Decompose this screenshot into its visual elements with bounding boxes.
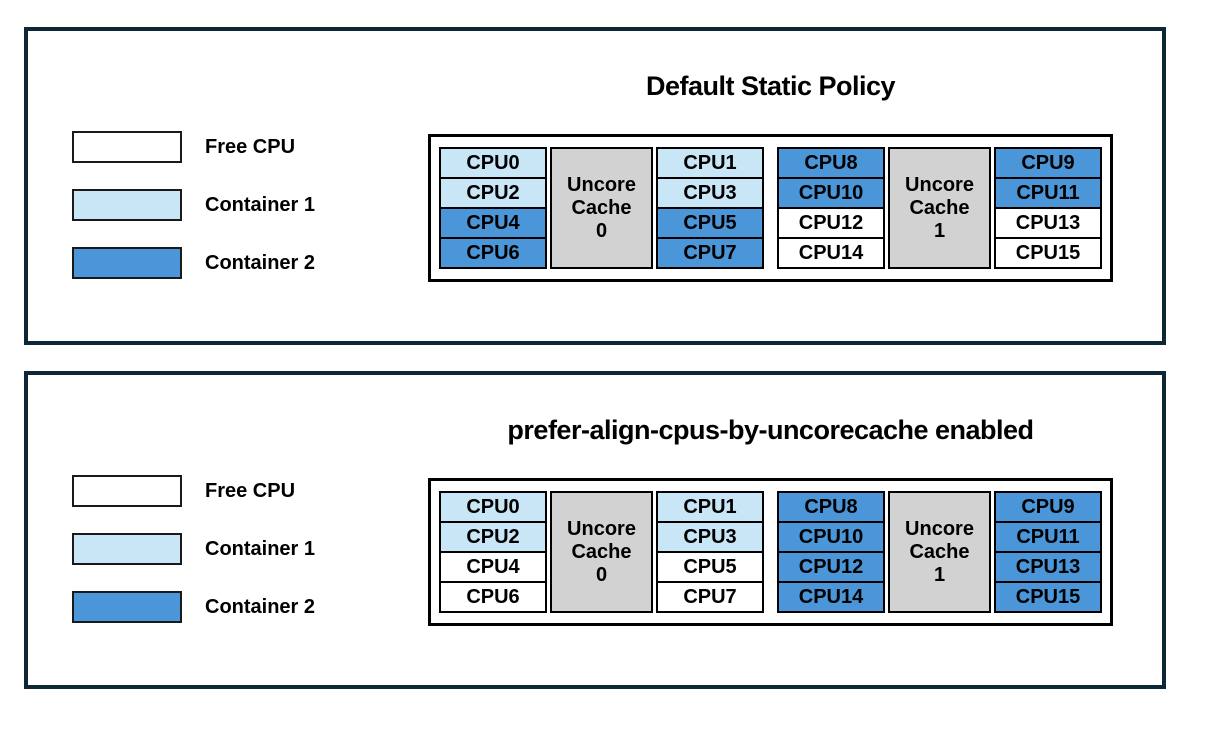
legend-label: Container 1 — [205, 193, 316, 216]
uncore-cache-cell: Uncore Cache 1 — [888, 147, 991, 269]
cpu-cell: CPU5 — [656, 551, 764, 583]
cpu-column-left: CPU0 CPU2 CPU4 CPU6 — [439, 491, 547, 613]
cpu-column-left: CPU0 CPU2 CPU4 CPU6 — [439, 147, 547, 269]
legend-item: Container 1 — [72, 533, 315, 565]
legend-swatch-free-cpu — [72, 131, 182, 163]
cpu-cell: CPU13 — [994, 207, 1102, 239]
panel-default-static-policy: Default Static Policy Free CPU Container… — [24, 27, 1166, 345]
cpu-allocation-diagram: CPU0 CPU2 CPU4 CPU6 Uncore Cache 0 CPU1 … — [428, 134, 1113, 282]
cpu-cell: CPU9 — [994, 147, 1102, 179]
uncore-cache-line: Uncore — [905, 173, 974, 196]
legend-label: Free CPU — [205, 479, 296, 502]
legend-label: Container 2 — [205, 595, 316, 618]
uncore-cache-line: Uncore — [567, 173, 636, 196]
cpu-cell: CPU12 — [777, 551, 885, 583]
cpu-cell: CPU3 — [656, 521, 764, 553]
cpu-cell: CPU0 — [439, 147, 547, 179]
uncore-cache-cell: Uncore Cache 1 — [888, 491, 991, 613]
uncore-cache-0-group: CPU0 CPU2 CPU4 CPU6 Uncore Cache 0 CPU1 … — [439, 491, 764, 613]
legend-swatch-container-1 — [72, 189, 182, 221]
legend-item: Container 2 — [72, 591, 315, 623]
cpu-cell: CPU6 — [439, 237, 547, 269]
uncore-cache-cell: Uncore Cache 0 — [550, 147, 653, 269]
panel-title: prefer-align-cpus-by-uncorecache enabled — [507, 415, 1034, 445]
cpu-cell: CPU5 — [656, 207, 764, 239]
cpu-cell: CPU12 — [777, 207, 885, 239]
uncore-cache-line: Cache — [909, 196, 970, 219]
uncore-cache-line: 0 — [595, 563, 608, 586]
legend-swatch-free-cpu — [72, 475, 182, 507]
uncore-cache-line: Cache — [909, 540, 970, 563]
cpu-cell: CPU7 — [656, 581, 764, 613]
cpu-cell: CPU3 — [656, 177, 764, 209]
uncore-cache-line: Uncore — [567, 517, 636, 540]
cpu-cell: CPU10 — [777, 177, 885, 209]
panel-title: Default Static Policy — [645, 71, 896, 101]
cpu-cell: CPU4 — [439, 207, 547, 239]
cpu-cell: CPU15 — [994, 237, 1102, 269]
cpu-column-right: CPU9 CPU11 CPU13 CPU15 — [994, 147, 1102, 269]
legend: Free CPU Container 1 Container 2 — [72, 475, 315, 649]
legend-item: Container 2 — [72, 247, 315, 279]
cpu-cell: CPU11 — [994, 177, 1102, 209]
legend-swatch-container-1 — [72, 533, 182, 565]
cpu-column-right: CPU1 CPU3 CPU5 CPU7 — [656, 491, 764, 613]
legend: Free CPU Container 1 Container 2 — [72, 131, 315, 305]
uncore-cache-line: 1 — [933, 219, 946, 242]
cpu-column-left: CPU8 CPU10 CPU12 CPU14 — [777, 491, 885, 613]
cpu-column-left: CPU8 CPU10 CPU12 CPU14 — [777, 147, 885, 269]
legend-item: Free CPU — [72, 131, 315, 163]
cpu-cell: CPU1 — [656, 491, 764, 523]
cpu-cell: CPU14 — [777, 237, 885, 269]
cpu-cell: CPU2 — [439, 177, 547, 209]
cpu-cell: CPU2 — [439, 521, 547, 553]
uncore-cache-line: Cache — [571, 540, 632, 563]
cpu-cell: CPU9 — [994, 491, 1102, 523]
cpu-cell: CPU6 — [439, 581, 547, 613]
legend-item: Free CPU — [72, 475, 315, 507]
cpu-column-right: CPU1 CPU3 CPU5 CPU7 — [656, 147, 764, 269]
cpu-cell: CPU14 — [777, 581, 885, 613]
panel-prefer-align-cpus: prefer-align-cpus-by-uncorecache enabled… — [24, 371, 1166, 689]
uncore-cache-1-group: CPU8 CPU10 CPU12 CPU14 Uncore Cache 1 CP… — [777, 491, 1102, 613]
cpu-cell: CPU7 — [656, 237, 764, 269]
legend-swatch-container-2 — [72, 247, 182, 279]
legend-label: Free CPU — [205, 135, 296, 158]
cpu-cell: CPU8 — [777, 491, 885, 523]
cpu-cell: CPU4 — [439, 551, 547, 583]
legend-label: Container 1 — [205, 537, 316, 560]
uncore-cache-1-group: CPU8 CPU10 CPU12 CPU14 Uncore Cache 1 CP… — [777, 147, 1102, 269]
cpu-cell: CPU10 — [777, 521, 885, 553]
cpu-cell: CPU1 — [656, 147, 764, 179]
cpu-cell: CPU8 — [777, 147, 885, 179]
uncore-cache-cell: Uncore Cache 0 — [550, 491, 653, 613]
cpu-cell: CPU0 — [439, 491, 547, 523]
uncore-cache-line: Cache — [571, 196, 632, 219]
cpu-cell: CPU11 — [994, 521, 1102, 553]
cpu-column-right: CPU9 CPU11 CPU13 CPU15 — [994, 491, 1102, 613]
uncore-cache-line: Uncore — [905, 517, 974, 540]
cpu-cell: CPU13 — [994, 551, 1102, 583]
legend-item: Container 1 — [72, 189, 315, 221]
legend-label: Container 2 — [205, 251, 316, 274]
legend-swatch-container-2 — [72, 591, 182, 623]
cpu-cell: CPU15 — [994, 581, 1102, 613]
uncore-cache-line: 1 — [933, 563, 946, 586]
cpu-allocation-diagram: CPU0 CPU2 CPU4 CPU6 Uncore Cache 0 CPU1 … — [428, 478, 1113, 626]
uncore-cache-0-group: CPU0 CPU2 CPU4 CPU6 Uncore Cache 0 CPU1 … — [439, 147, 764, 269]
uncore-cache-line: 0 — [595, 219, 608, 242]
